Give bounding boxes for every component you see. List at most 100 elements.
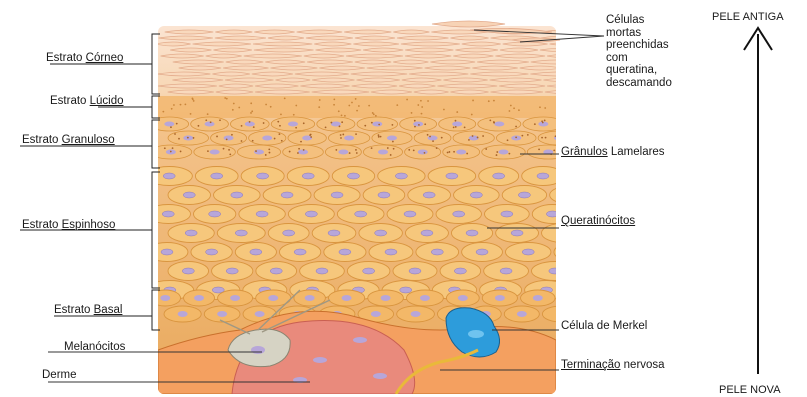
keratinocyte-nucleus: [421, 230, 433, 236]
lucidum-granule: [284, 97, 286, 99]
label-pele-nova: PELE NOVA: [719, 384, 781, 396]
lamellar-granule: [468, 139, 470, 141]
granular-nucleus: [254, 150, 264, 155]
lamellar-granule: [193, 137, 195, 139]
lucidum-granule: [472, 100, 474, 102]
lamellar-granule: [477, 137, 479, 139]
granular-nucleus: [413, 122, 423, 127]
lucidum-granule: [544, 107, 546, 109]
lucidum-granule: [280, 113, 282, 115]
basal-nucleus: [517, 311, 527, 317]
keratinocyte-nucleus: [549, 268, 561, 274]
keratinocyte-nucleus: [206, 249, 218, 255]
lamellar-granule: [371, 122, 373, 124]
lamellar-granule: [378, 136, 380, 138]
lamellar-granule: [464, 126, 466, 128]
lamellar-granule: [355, 133, 357, 135]
lucidum-granule: [333, 98, 335, 100]
lamellar-granule: [303, 149, 305, 151]
keratinocyte-nucleus: [185, 230, 197, 236]
lucidum-granule: [443, 109, 445, 111]
lucidum-granule: [224, 97, 226, 99]
lamellar-granule: [515, 126, 517, 128]
lucidum-granule: [373, 113, 375, 115]
lamellar-granule: [482, 135, 484, 137]
lamellar-granule: [241, 140, 243, 142]
lamellar-granule: [228, 149, 230, 151]
lucidum-granule: [162, 111, 164, 113]
lamellar-granule: [349, 152, 351, 154]
basal-nucleus: [305, 295, 315, 301]
lamellar-granule: [408, 149, 410, 151]
lamellar-granule: [231, 134, 233, 136]
lucidum-granule: [358, 105, 360, 107]
keratinocyte-nucleus: [476, 249, 488, 255]
lucidum-granule: [333, 104, 335, 106]
basal-nucleus: [194, 295, 204, 301]
lamellar-granule: [380, 136, 382, 138]
lamellar-granule: [508, 153, 510, 155]
keratinocyte-nucleus: [501, 211, 513, 217]
lucidum-granule: [355, 98, 357, 100]
basal-nucleus: [458, 295, 468, 301]
lamellar-granule: [325, 126, 327, 128]
lucidum-granule: [421, 113, 423, 115]
keratinocyte-nucleus: [163, 173, 175, 179]
lamellar-granule: [449, 151, 451, 153]
lamellar-granule: [210, 121, 212, 123]
lucidum-granule: [456, 111, 458, 113]
keratinocyte-nucleus: [226, 268, 238, 274]
lamellar-granule: [553, 149, 555, 151]
lamellar-granule: [341, 121, 343, 123]
lamellar-granule: [268, 148, 270, 150]
lamellar-granule: [507, 139, 509, 141]
keratinocyte-nucleus: [305, 211, 317, 217]
lucidum-granule: [375, 115, 377, 117]
lamellar-granule: [387, 147, 389, 149]
lamellar-granule: [424, 152, 426, 154]
granular-nucleus: [452, 122, 462, 127]
keratinocyte-nucleus: [161, 249, 173, 255]
label-estrato-granuloso: Estrato Granuloso: [22, 134, 115, 147]
granular-nucleus: [224, 136, 234, 141]
granular-nucleus: [387, 136, 397, 141]
lucidum-granule: [411, 112, 413, 114]
lamellar-granule: [441, 137, 443, 139]
label-derme: Derme: [42, 369, 77, 382]
lamellar-granule: [303, 122, 305, 124]
lucidum-granule: [396, 104, 398, 106]
label-queratinocitos: Queratinócitos: [561, 215, 635, 228]
keratinocyte-nucleus: [537, 173, 549, 179]
lamellar-granule: [170, 126, 172, 128]
lamellar-granule: [378, 134, 380, 136]
lamellar-granule: [198, 125, 200, 127]
lamellar-granule: [170, 151, 172, 153]
granular-nucleus: [205, 122, 215, 127]
lucidum-granule: [250, 102, 252, 104]
basal-nucleus: [533, 295, 543, 301]
label-terminacao-nervosa: Terminação nervosa: [561, 359, 665, 372]
label-melanocitos: Melanócitos: [64, 341, 125, 354]
stratum-granulosum-cells: [150, 117, 580, 159]
lucidum-granule: [233, 103, 235, 105]
lamellar-granule: [521, 135, 523, 137]
basal-nucleus: [381, 295, 391, 301]
keratinocyte-nucleus: [355, 211, 367, 217]
keratinocyte-nucleus: [328, 230, 340, 236]
lamellar-granule: [496, 151, 498, 153]
lamellar-granule: [371, 147, 373, 149]
dermis-nucleus: [353, 337, 367, 343]
lamellar-granule: [249, 121, 251, 123]
lamellar-granule: [176, 123, 178, 125]
lamellar-granule: [164, 147, 166, 149]
keratinocyte-nucleus: [569, 249, 581, 255]
lucidum-granule: [368, 105, 370, 107]
lamellar-granule: [298, 148, 300, 150]
lamellar-granule: [534, 123, 536, 125]
keratinocyte-nucleus: [363, 268, 375, 274]
lamellar-granule: [515, 136, 517, 138]
lamellar-granule: [542, 122, 544, 124]
label-estrato-lucido: Estrato Lúcido: [50, 95, 124, 108]
keratinocyte: [554, 243, 595, 262]
